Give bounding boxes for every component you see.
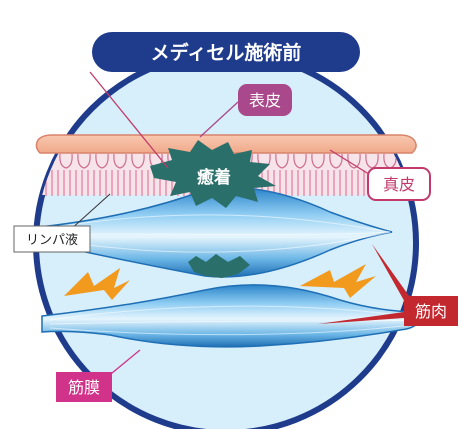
- svg-text:真皮: 真皮: [383, 175, 415, 194]
- muscle-fiber-line: [49, 305, 421, 321]
- tag-epidermis: 表皮: [238, 84, 292, 116]
- tag-fascia: 筋膜: [56, 372, 112, 402]
- muscle-fibers: [39, 214, 421, 336]
- lightning-icon-right: [300, 264, 376, 298]
- tag-dermis: 真皮: [367, 167, 431, 201]
- title-banner: [92, 32, 360, 72]
- dermis-papilla: [77, 153, 91, 169]
- svg-text:筋肉: 筋肉: [415, 302, 447, 321]
- lightning-icon-left: [64, 268, 130, 300]
- pointer-lymph: [69, 193, 111, 231]
- pointer-adhesion: [89, 71, 169, 169]
- dermis-papilla: [275, 153, 289, 169]
- muscle-fiber-line: [49, 323, 421, 336]
- dermis-papilla: [347, 153, 361, 169]
- tag-lymph: リンパ液: [13, 225, 91, 253]
- svg-text:リンパ液: リンパ液: [26, 233, 78, 248]
- dermis-papilla: [113, 153, 127, 169]
- dermis-papilla: [131, 153, 145, 169]
- dermis-papilla: [311, 153, 325, 169]
- adhesion-blob: [150, 140, 276, 208]
- dermis-papilla: [329, 153, 343, 169]
- tag-muscle: 筋肉: [404, 296, 458, 326]
- pointer-epidermis: [199, 101, 239, 138]
- muscle-fiber-line: [39, 214, 391, 233]
- muscle-fiber-line: [39, 231, 391, 235]
- dermis-papilla: [401, 153, 415, 169]
- adhesion-upper-blob: [188, 254, 250, 278]
- dermis-papilla: [95, 153, 109, 169]
- muscle-fiber-line: [49, 319, 421, 325]
- pointer-muscle-upper: [372, 244, 412, 304]
- muscle-fiber-line: [39, 231, 391, 253]
- dermis-papilla: [293, 153, 307, 169]
- adhesion-label: 癒着: [197, 167, 231, 188]
- dermis-papilla: [59, 153, 73, 169]
- pointer-dermis: [329, 149, 373, 177]
- pointer-muscle-lower: [318, 312, 404, 324]
- svg-text:表皮: 表皮: [249, 91, 281, 110]
- svg-text:筋膜: 筋膜: [68, 378, 100, 397]
- title-text: メディセル施術前: [151, 41, 302, 64]
